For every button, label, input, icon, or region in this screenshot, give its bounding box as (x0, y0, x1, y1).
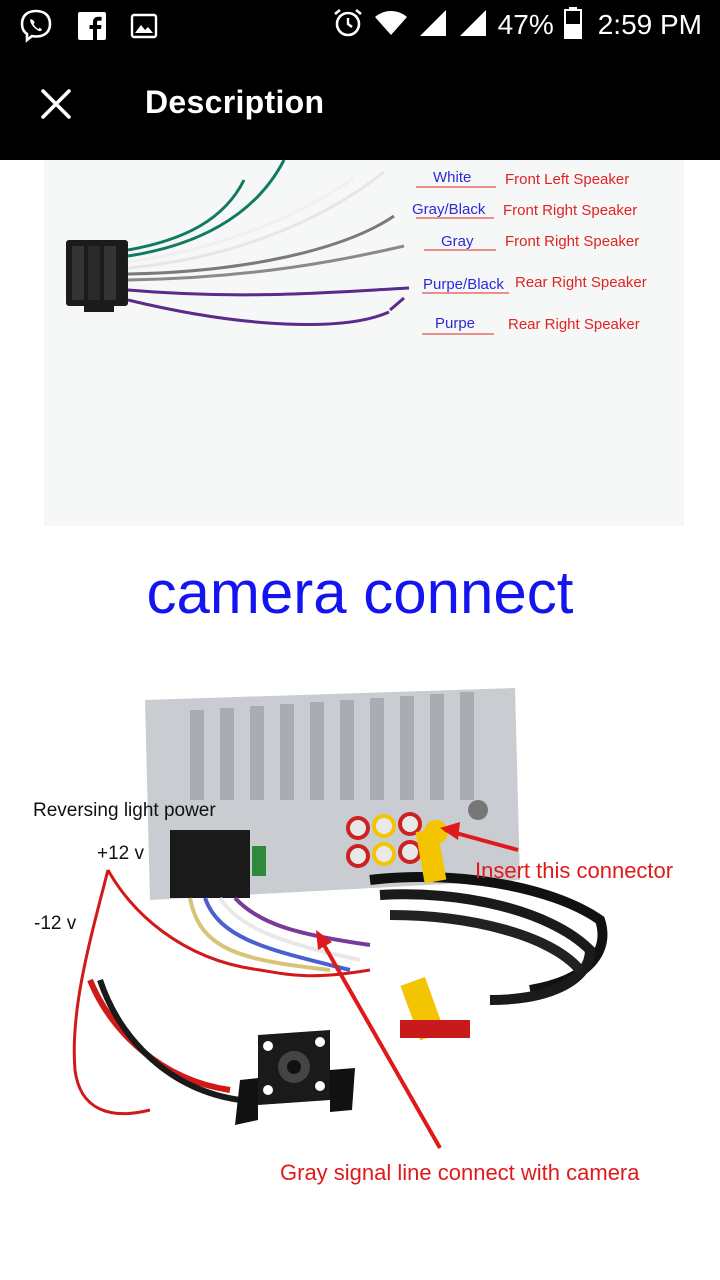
close-icon (40, 88, 72, 125)
insert-connector-label: Insert this connector (475, 858, 674, 883)
wifi-icon (374, 9, 408, 42)
wire-function: Front Right Speaker (503, 202, 638, 219)
wire-function: Front Left Speaker (505, 171, 630, 188)
clock: 2:59 PM (597, 9, 702, 40)
battery-percent: 47% (497, 9, 554, 40)
status-bar: 47% 2:59 PM (0, 0, 720, 52)
wiring-harness-illustration (66, 160, 509, 335)
gray-signal-label: Gray signal line connect with camera (280, 1160, 640, 1185)
image-icon (130, 12, 158, 45)
camera-connection-image: Reversing light power +12 v -12 v Insert… (30, 680, 700, 1200)
wire-name: Gray/Black (412, 201, 486, 218)
status-bar-left (18, 8, 158, 49)
wire-name: Purpe/Black (423, 276, 504, 293)
status-bar-right: 47% 2:59 PM (332, 6, 702, 44)
alarm-icon (332, 7, 364, 44)
plus-12v-label: +12 v (97, 843, 145, 864)
page-title: Description (145, 84, 325, 120)
wire-name: Gray (441, 233, 474, 250)
signal-icon (418, 8, 448, 43)
facebook-icon (78, 12, 106, 45)
wire-name: Purpe (435, 315, 476, 332)
wire-function: Front Right Speaker (505, 233, 640, 250)
wire-name: White (433, 169, 472, 186)
signal-icon (458, 8, 488, 43)
battery-icon (563, 6, 582, 44)
reversing-light-label: Reversing light power (33, 800, 216, 821)
close-button[interactable] (28, 78, 84, 134)
wiring-harness-image: White Front Left Speaker Gray/Black Fron… (44, 160, 684, 526)
camera-connection-illustration (72, 688, 608, 1149)
wire-function: Rear Right Speaker (508, 316, 640, 333)
minus-12v-label: -12 v (34, 913, 77, 934)
description-content[interactable]: White Front Left Speaker Gray/Black Fron… (0, 160, 720, 1280)
section-heading: camera connect (146, 559, 574, 626)
wire-function: Rear Right Speaker (515, 274, 647, 291)
app-bar: Description (0, 52, 720, 160)
viber-icon (18, 8, 54, 49)
